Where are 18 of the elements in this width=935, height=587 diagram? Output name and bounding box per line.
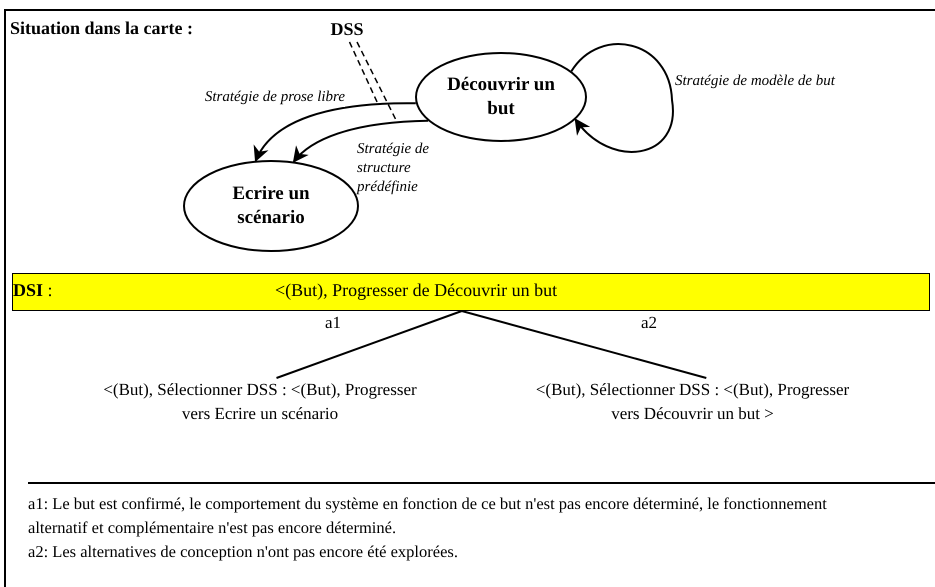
connector-line (462, 310, 707, 379)
subgoal-text: <(But), Sélectionner DSS : <(But), Progresser vers Ecrire un scénario (95, 378, 425, 450)
note-text: a1: Le but est confirmé, le comportement du système en fonction de ce but n'est pas encore déterminé, le fonctionnement alternatif et complémentaire n'est pas encore déterminé. (28, 493, 828, 539)
section-heading: Situation dans la carte : (10, 18, 194, 39)
edge-label: a2 (640, 312, 658, 334)
connector-line (276, 310, 462, 379)
edge-label: a1 (324, 312, 342, 334)
highlight-bar (12, 273, 930, 311)
arrow (254, 102, 416, 162)
note-text: a2: Les alternatives de conception n'ont pas encore été explorées. (28, 541, 459, 563)
bar-text: <(But), Progresser de Découvrir un but (275, 280, 558, 301)
node-label: DSS (322, 16, 372, 42)
arrow (570, 43, 674, 153)
intention-ellipse: Découvrir un but (415, 52, 587, 142)
arrow (292, 120, 428, 163)
bar-label: DSI : (13, 280, 53, 301)
subgoal-text: <(But), Sélectionner DSS : <(But), Progresser vers Découvrir un but > (520, 378, 865, 450)
leader-line (348, 42, 379, 104)
